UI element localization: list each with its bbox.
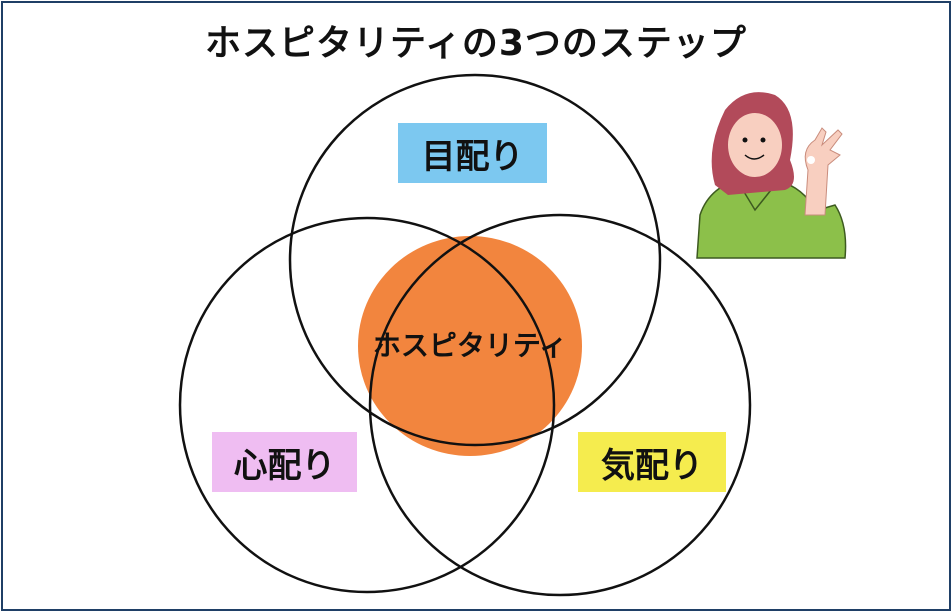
- circle-meкubari: [288, 73, 662, 447]
- center-label-hospitality: ホスピタリティ: [372, 329, 568, 362]
- label-kikubari: 気配り: [578, 432, 726, 492]
- hospitality-center-blob: [358, 236, 582, 456]
- woman-ok-gesture-icon: [696, 92, 847, 259]
- label-mekubari: 目配り: [398, 123, 547, 183]
- label-mekubari-text: 目配り: [421, 136, 524, 177]
- label-kikubari-text: 気配り: [601, 445, 703, 486]
- circle-kikubari: [368, 213, 752, 597]
- label-kokorokubari-text: 心配り: [233, 445, 336, 486]
- page-title: ホスピタリティの3つのステップ: [205, 23, 747, 64]
- label-kokorokubari: 心配り: [212, 432, 357, 492]
- circle-kokorokubari: [178, 216, 556, 594]
